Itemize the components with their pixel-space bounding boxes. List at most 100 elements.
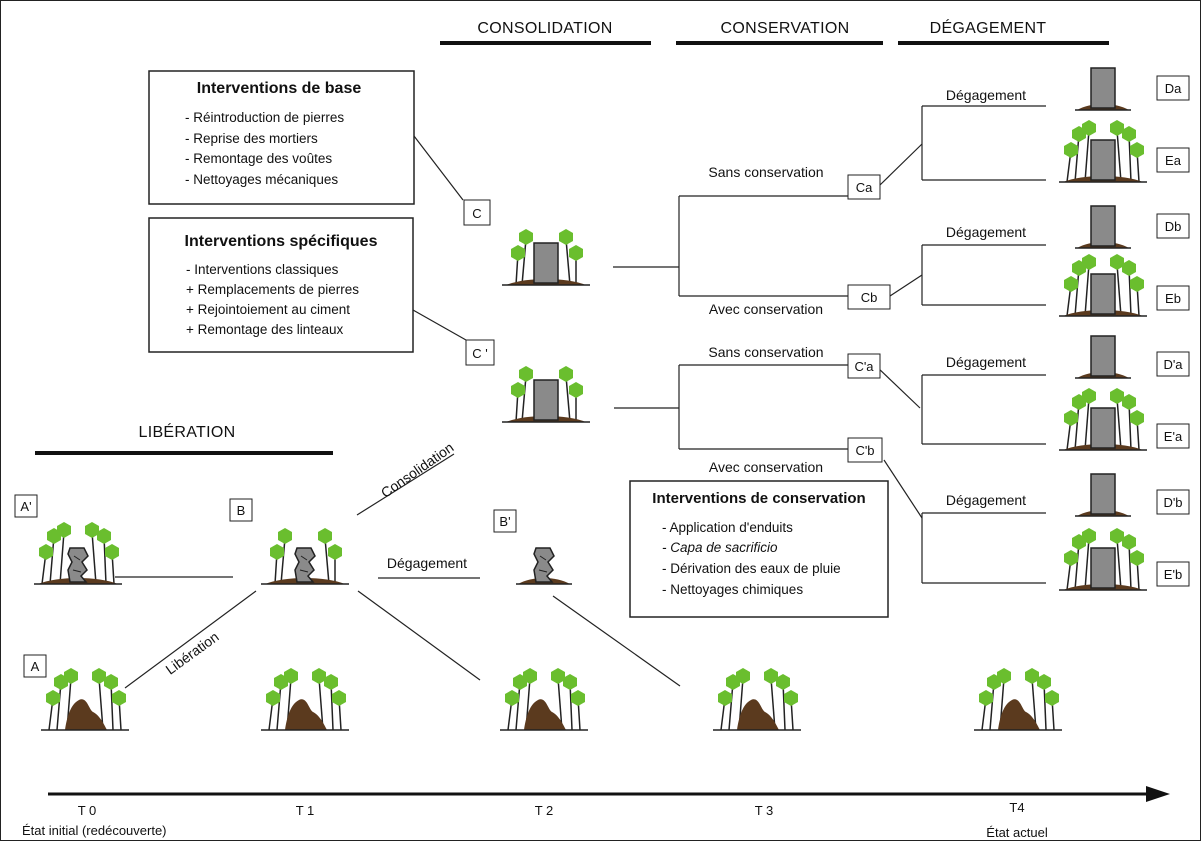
svg-text:C'a: C'a bbox=[854, 359, 874, 374]
tick-label-t3: T 3 bbox=[755, 803, 774, 818]
svg-text:C'b: C'b bbox=[855, 443, 874, 458]
svg-text:D'b: D'b bbox=[1163, 495, 1182, 510]
box-specific-item: + Remontage des linteaux bbox=[186, 322, 343, 337]
box-base-item: - Réintroduction de pierres bbox=[185, 110, 344, 125]
consolidated-vegetation-icon bbox=[501, 229, 591, 286]
code-box-B-prime: B' bbox=[493, 509, 517, 533]
edge-label-sans-conservation: Sans conservation bbox=[708, 344, 823, 360]
phase-degagement: DÉGAGEMENT bbox=[930, 18, 1047, 37]
mound-vegetation-icon bbox=[500, 668, 588, 731]
code-box-Da: Da bbox=[1156, 75, 1190, 101]
timeline-end-label: État actuel bbox=[986, 825, 1048, 840]
timeline-arrow-icon bbox=[1146, 786, 1170, 802]
edge-label-avec-conservation: Avec conservation bbox=[709, 301, 823, 317]
code-box-C: C bbox=[463, 199, 491, 226]
code-box-Ca: Ca bbox=[847, 174, 881, 200]
cleared-structure-icon bbox=[1075, 473, 1131, 517]
code-box-E-prime-b: E'b bbox=[1156, 561, 1190, 587]
mound-vegetation-icon bbox=[974, 668, 1062, 731]
code-box-Eb: Eb bbox=[1156, 285, 1190, 311]
connectors bbox=[115, 105, 1046, 689]
box-conservation-item: - Application d'enduits bbox=[662, 520, 793, 535]
svg-text:D'a: D'a bbox=[1163, 357, 1183, 372]
cleared-structure-icon bbox=[1075, 335, 1131, 379]
box-base-item: - Remontage des voûtes bbox=[185, 151, 332, 166]
code-box-D-prime-a: D'a bbox=[1156, 351, 1190, 377]
svg-text:A: A bbox=[31, 659, 40, 674]
svg-text:C ': C ' bbox=[472, 346, 487, 361]
edge-label-degagement: Dégagement bbox=[387, 555, 467, 571]
box-conservation-title: Interventions de conservation bbox=[652, 490, 865, 507]
svg-text:Eb: Eb bbox=[1165, 291, 1181, 306]
edge-label-degagement: Dégagement bbox=[946, 354, 1026, 370]
mound-vegetation-icon bbox=[261, 668, 349, 731]
box-interventions-base: Interventions de base - Réintroduction d… bbox=[148, 70, 415, 205]
illustrations bbox=[33, 67, 1148, 731]
mound-vegetation-icon bbox=[713, 668, 801, 731]
code-box-D-prime-b: D'b bbox=[1156, 489, 1190, 515]
edge-label-avec-conservation: Avec conservation bbox=[709, 459, 823, 475]
code-box-C-prime: C ' bbox=[465, 339, 495, 366]
state-codes: A A' B B' C C ' Ca Cb C'a C'b Da Ea Db E… bbox=[14, 75, 1190, 678]
svg-text:Ca: Ca bbox=[856, 180, 873, 195]
box-conservation-item: - Dérivation des eaux de pluie bbox=[662, 561, 841, 576]
code-box-B: B bbox=[229, 498, 253, 522]
svg-text:Db: Db bbox=[1165, 219, 1182, 234]
cleared-structure-icon bbox=[1075, 205, 1131, 249]
ruin-vegetation-icon bbox=[33, 522, 123, 585]
code-box-C-prime-a: C'a bbox=[847, 353, 881, 379]
svg-text:B: B bbox=[237, 503, 246, 518]
tick-label-t0: T 0 bbox=[78, 803, 97, 818]
edge-label-degagement: Dégagement bbox=[946, 492, 1026, 508]
box-specific-title: Interventions spécifiques bbox=[185, 233, 378, 250]
code-box-A: A bbox=[23, 654, 47, 678]
edge-label-degagement: Dégagement bbox=[946, 224, 1026, 240]
vegetated-structure-icon bbox=[1058, 120, 1148, 183]
edge-label-consolidation: Consolidation bbox=[378, 439, 457, 501]
edge-label-degagement: Dégagement bbox=[946, 87, 1026, 103]
vegetated-structure-icon bbox=[1058, 388, 1148, 451]
phase-headers: CONSOLIDATION CONSERVATION DÉGAGEMENT LI… bbox=[35, 18, 1109, 455]
vegetated-structure-icon bbox=[1058, 254, 1148, 317]
box-conservation-item: - Nettoyages chimiques bbox=[662, 582, 803, 597]
cleared-structure-icon bbox=[1075, 67, 1131, 111]
box-base-title: Interventions de base bbox=[197, 80, 362, 97]
timeline-start-label: État initial (redécouverte) bbox=[22, 823, 167, 838]
box-base-item: - Nettoyages mécaniques bbox=[185, 172, 338, 187]
svg-text:Da: Da bbox=[1165, 81, 1182, 96]
box-specific-item: - Interventions classiques bbox=[186, 262, 339, 277]
ruin-icon bbox=[516, 547, 572, 585]
box-interventions-conservation: Interventions de conservation - Applicat… bbox=[629, 480, 889, 618]
code-box-Ea: Ea bbox=[1156, 147, 1190, 173]
tick-label-t1: T 1 bbox=[296, 803, 315, 818]
mound-vegetation-icon bbox=[41, 668, 129, 731]
tick-label-t2: T 2 bbox=[535, 803, 554, 818]
svg-text:E'a: E'a bbox=[1164, 429, 1183, 444]
phase-liberation: LIBÉRATION bbox=[139, 422, 236, 441]
svg-text:E'b: E'b bbox=[1164, 567, 1182, 582]
box-conservation-item: - Capa de sacrificio bbox=[662, 540, 778, 555]
tick-label-t4: T4 bbox=[1009, 800, 1024, 815]
box-interventions-specifiques: Interventions spécifiques - Intervention… bbox=[148, 217, 414, 353]
timeline: T 0 T 1 T 2 T 3 T4 État initial (redécou… bbox=[22, 786, 1170, 840]
svg-text:C: C bbox=[472, 206, 481, 221]
box-base-item: - Reprise des mortiers bbox=[185, 131, 318, 146]
svg-text:A': A' bbox=[20, 499, 31, 514]
box-specific-item: + Remplacements de pierres bbox=[186, 282, 359, 297]
code-box-Cb: Cb bbox=[847, 284, 891, 310]
box-specific-item: + Rejointoiement au ciment bbox=[186, 302, 350, 317]
code-box-A-prime: A' bbox=[14, 494, 38, 518]
phase-conservation: CONSERVATION bbox=[721, 20, 850, 37]
code-box-C-prime-b: C'b bbox=[847, 437, 883, 463]
consolidated-vegetation-icon bbox=[501, 366, 591, 423]
ruin-vegetation-icon bbox=[260, 528, 350, 585]
code-box-E-prime-a: E'a bbox=[1156, 423, 1190, 449]
svg-text:B': B' bbox=[499, 514, 510, 529]
code-box-Db: Db bbox=[1156, 213, 1190, 239]
vegetated-structure-icon bbox=[1058, 528, 1148, 591]
phase-consolidation: CONSOLIDATION bbox=[477, 20, 612, 37]
svg-text:Cb: Cb bbox=[861, 290, 878, 305]
svg-text:Ea: Ea bbox=[1165, 153, 1182, 168]
